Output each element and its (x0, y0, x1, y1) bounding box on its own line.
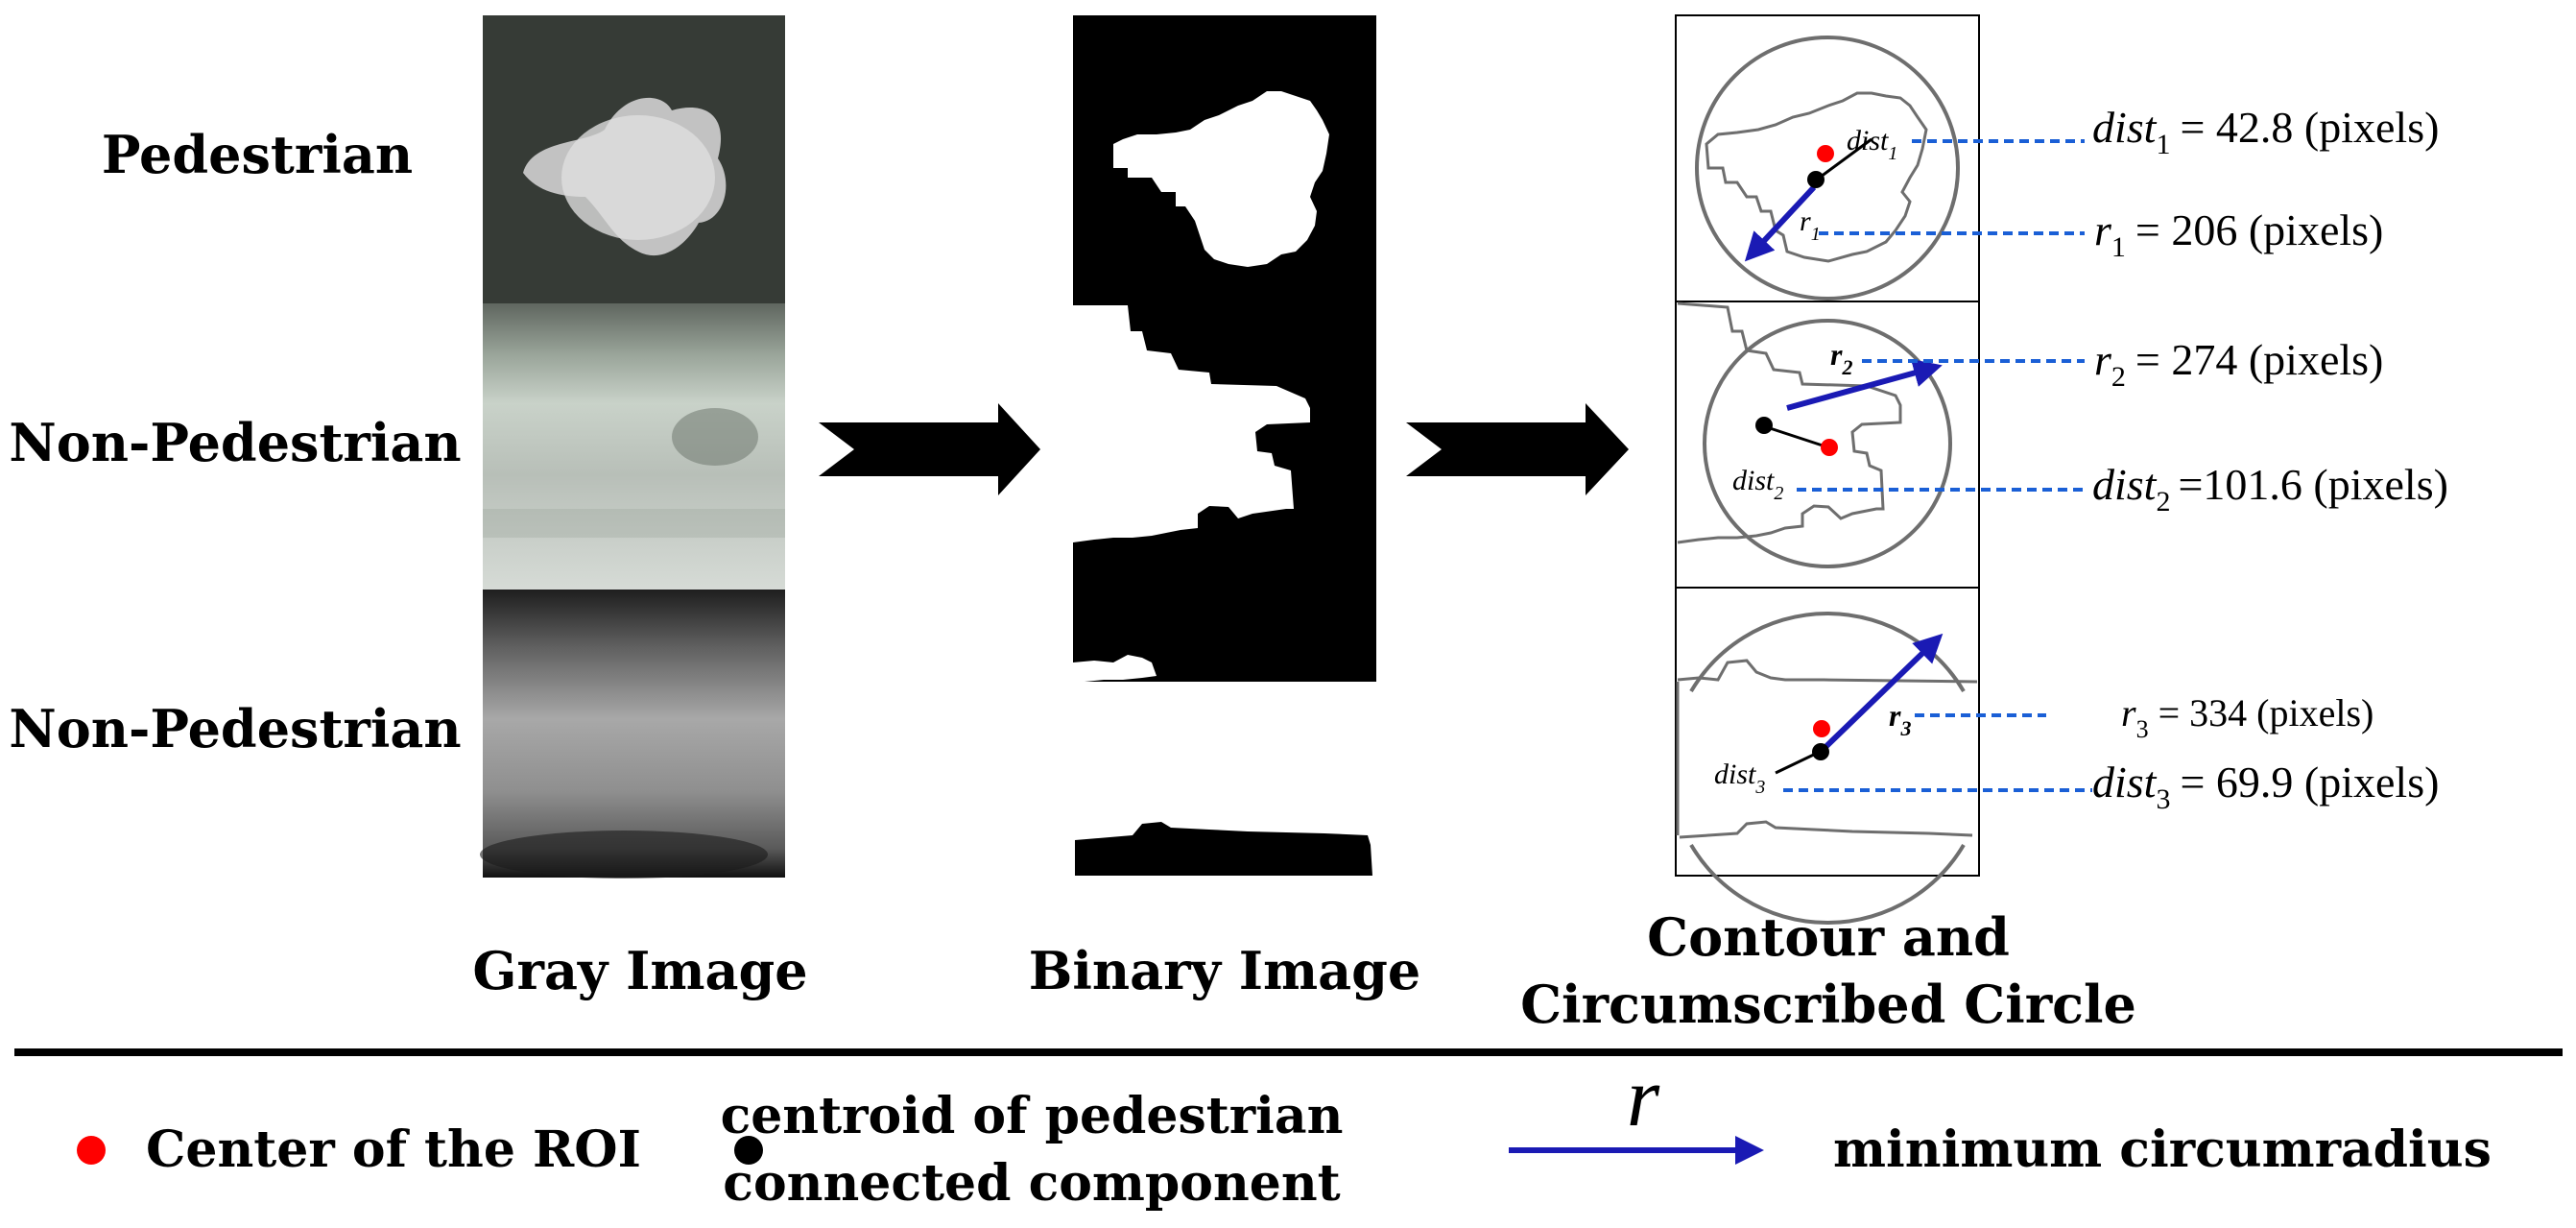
roi-center-dot-2 (1821, 439, 1838, 456)
label-r1-small: r1 (1800, 205, 1821, 245)
contour-panel-1: dist1 r1 (1675, 14, 1980, 302)
legend-roi-center-label: Center of the ROI (146, 1120, 641, 1179)
binary-image-pedestrian (1073, 15, 1376, 303)
legend-centroid-label-line2: connected component (723, 1154, 1340, 1213)
contour-panel-3: r3 dist3 (1675, 587, 1980, 925)
binary-image-non-pedestrian-2 (1073, 590, 1376, 876)
legend: Center of the ROI centroid of pedestrian… (77, 1051, 2492, 1213)
dist-line-3 (1775, 750, 1821, 775)
leader-lines (1783, 139, 2092, 792)
big-arrow-1 (819, 403, 1040, 495)
measurement-labels: dist1= 42.8 (pixels) r1= 206 (pixels) r2… (2092, 103, 2448, 815)
contour-column: dist1 r1 r2 dist2 r3 dist3 (1675, 14, 1980, 925)
legend-circumradius-label: minimum circumradius (1833, 1120, 2492, 1179)
row-label-non-pedestrian-2: Non-Pedestrian (9, 698, 461, 759)
radius-arrow-3 (1819, 633, 1944, 754)
contour-panel-2: r2 dist2 (1675, 301, 1980, 589)
contour-2 (1677, 301, 1902, 544)
dist-line-2 (1763, 424, 1829, 449)
gray-image-non-pedestrian-2 (480, 590, 785, 879)
centroid-dot-2 (1755, 417, 1773, 434)
row-label-non-pedestrian-1: Non-Pedestrian (9, 412, 461, 473)
big-arrow-2 (1406, 403, 1629, 495)
legend-centroid-dot (734, 1136, 763, 1165)
contour-3 (1676, 659, 1978, 839)
circumscribed-circle-2 (1703, 319, 1952, 568)
gray-image-column (480, 15, 785, 879)
legend-roi-center-dot (77, 1136, 106, 1165)
circumscribed-circle-1 (1695, 36, 1960, 301)
legend-arrow-symbol: r (1627, 1051, 1660, 1144)
binary-image-non-pedestrian-1 (1073, 303, 1376, 590)
label-r2-small: r2 (1830, 337, 1852, 379)
radius-arrow-2 (1786, 358, 1943, 411)
dist-line-1 (1816, 137, 1872, 181)
gray-image-pedestrian (483, 15, 785, 303)
radius-arrow-1 (1744, 184, 1817, 262)
measurement-dist1: dist1= 42.8 (pixels) (2092, 103, 2439, 160)
label-dist2-small: dist2 (1732, 465, 1783, 504)
measurement-dist2: dist2=101.6 (pixels) (2092, 460, 2448, 518)
roi-center-dot-1 (1817, 145, 1834, 162)
caption-contour-line2: Circumscribed Circle (1520, 974, 2136, 1035)
roi-center-dot-3 (1813, 720, 1830, 737)
caption-contour-line1: Contour and (1647, 906, 2010, 968)
caption-binary-image: Binary Image (1029, 940, 1421, 1001)
centroid-dot-1 (1807, 171, 1825, 188)
circumscribed-circle-3-bottom (1689, 843, 1966, 925)
legend-centroid-label-line1: centroid of pedestrian (721, 1087, 1344, 1145)
binary-image-column (1073, 15, 1376, 876)
row-label-pedestrian: Pedestrian (102, 124, 413, 185)
measurement-r2: r2= 274 (pixels) (2094, 335, 2383, 393)
contour-1 (1705, 91, 1928, 263)
label-r3-small: r3 (1889, 698, 1911, 740)
label-dist3-small: dist3 (1714, 758, 1765, 798)
measurement-r1: r1= 206 (pixels) (2094, 205, 2383, 263)
measurement-r3: r3= 334 (pixels) (2121, 691, 2373, 743)
measurement-dist3: dist3= 69.9 (pixels) (2092, 758, 2439, 815)
caption-gray-image: Gray Image (472, 940, 807, 1001)
centroid-dot-3 (1812, 743, 1829, 760)
gray-image-non-pedestrian-1 (483, 303, 785, 590)
label-dist1-small: dist1 (1847, 125, 1897, 164)
